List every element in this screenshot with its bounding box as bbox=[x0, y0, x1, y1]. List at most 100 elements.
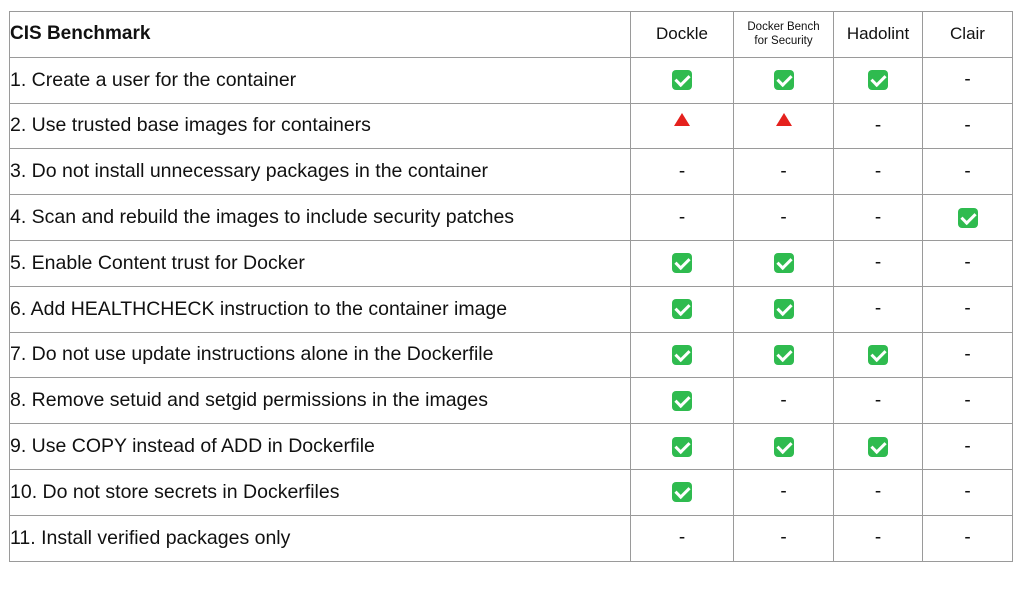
cell-docker-bench: - bbox=[733, 194, 834, 241]
table-title: CIS Benchmark bbox=[9, 11, 631, 58]
dash-text: - bbox=[874, 160, 882, 182]
cell-hadolint: - bbox=[833, 377, 923, 425]
cell-dockle bbox=[630, 423, 734, 470]
benchmark-label: 3. Do not install unnecessary packages i… bbox=[9, 148, 631, 196]
cell-docker-bench: - bbox=[733, 377, 834, 425]
cell-dockle: - bbox=[630, 194, 734, 241]
warning-triangle-icon bbox=[674, 113, 690, 127]
col-header-docker-bench-line2: for Security bbox=[754, 35, 813, 48]
dash-text: - bbox=[874, 481, 882, 503]
dash-text: - bbox=[964, 527, 971, 549]
check-icon bbox=[672, 436, 692, 457]
cell-hadolint: - bbox=[833, 239, 923, 287]
dash-text: - bbox=[874, 389, 882, 411]
benchmark-label: 7. Do not use update instructions alone … bbox=[9, 331, 631, 379]
cell-dockle bbox=[630, 239, 734, 287]
cell-docker-bench bbox=[733, 102, 834, 150]
cell-dockle bbox=[630, 102, 734, 150]
col-header-docker-bench: Docker Bench for Security bbox=[733, 11, 834, 58]
cell-dockle bbox=[630, 285, 734, 333]
col-header-dockle-label: Dockle bbox=[656, 24, 708, 44]
benchmark-label: 10. Do not store secrets in Dockerfiles bbox=[9, 468, 631, 516]
check-icon bbox=[672, 299, 692, 320]
cell-clair: - bbox=[922, 331, 1013, 379]
cell-hadolint: - bbox=[833, 102, 923, 150]
check-icon bbox=[773, 70, 794, 91]
dash-text: - bbox=[964, 435, 971, 457]
benchmark-label: 11. Install verified packages only bbox=[9, 514, 631, 562]
table-row: 7. Do not use update instructions alone … bbox=[9, 331, 1013, 379]
dash-text: - bbox=[678, 206, 686, 228]
benchmark-label: 4. Scan and rebuild the images to includ… bbox=[9, 194, 631, 241]
cell-clair: - bbox=[922, 423, 1013, 470]
cell-docker-bench bbox=[733, 423, 834, 470]
dash-text: - bbox=[780, 206, 787, 228]
cell-clair bbox=[922, 194, 1013, 241]
cell-hadolint: - bbox=[833, 194, 923, 241]
cell-clair: - bbox=[922, 514, 1013, 562]
table-row: 8. Remove setuid and setgid permissions … bbox=[9, 377, 1013, 425]
check-icon bbox=[773, 253, 794, 274]
cell-hadolint: - bbox=[833, 514, 923, 562]
check-icon bbox=[672, 253, 692, 274]
table-row: 3. Do not install unnecessary packages i… bbox=[9, 148, 1013, 196]
dash-text: - bbox=[964, 160, 971, 182]
table-row: 5. Enable Content trust for Docker - - bbox=[9, 239, 1013, 287]
table-row: 10. Do not store secrets in Dockerfiles -… bbox=[9, 468, 1013, 516]
dash-text: - bbox=[874, 252, 882, 274]
cell-clair: - bbox=[922, 102, 1013, 150]
benchmark-label: 9. Use COPY instead of ADD in Dockerfile bbox=[9, 423, 631, 470]
cell-clair: - bbox=[922, 285, 1013, 333]
check-icon bbox=[773, 299, 794, 320]
check-icon bbox=[868, 70, 888, 91]
cell-dockle bbox=[630, 56, 734, 104]
check-icon bbox=[957, 207, 978, 228]
dash-text: - bbox=[964, 69, 971, 91]
dash-text: - bbox=[678, 160, 686, 182]
col-header-hadolint-label: Hadolint bbox=[846, 24, 910, 44]
check-icon bbox=[773, 436, 794, 457]
cell-docker-bench: - bbox=[733, 148, 834, 196]
benchmark-label: 1. Create a user for the container bbox=[9, 56, 631, 104]
cell-dockle bbox=[630, 377, 734, 425]
cell-docker-bench bbox=[733, 239, 834, 287]
cell-hadolint bbox=[833, 56, 923, 104]
cell-clair: - bbox=[922, 56, 1013, 104]
col-header-clair-label: Clair bbox=[950, 24, 985, 44]
cell-dockle: - bbox=[630, 514, 734, 562]
cell-dockle: - bbox=[630, 148, 734, 196]
benchmark-label: 5. Enable Content trust for Docker bbox=[9, 239, 631, 287]
benchmark-label: 8. Remove setuid and setgid permissions … bbox=[9, 377, 631, 425]
warning-triangle-icon bbox=[775, 113, 792, 127]
dash-text: - bbox=[964, 252, 971, 274]
col-header-docker-bench-line1: Docker Bench bbox=[747, 21, 820, 34]
check-icon bbox=[672, 70, 692, 91]
cell-docker-bench: - bbox=[733, 514, 834, 562]
cell-hadolint: - bbox=[833, 285, 923, 333]
dash-text: - bbox=[678, 527, 686, 549]
cell-clair: - bbox=[922, 239, 1013, 287]
table-row: 6. Add HEALTHCHECK instruction to the co… bbox=[9, 285, 1013, 333]
col-header-clair: Clair bbox=[922, 11, 1013, 58]
check-icon bbox=[672, 390, 692, 411]
cell-dockle bbox=[630, 468, 734, 516]
check-icon bbox=[868, 344, 888, 365]
check-icon bbox=[672, 344, 692, 365]
header-row: CIS Benchmark Dockle Docker Bench for Se… bbox=[9, 11, 1013, 58]
dash-text: - bbox=[964, 298, 971, 320]
table-row: 2. Use trusted base images for container… bbox=[9, 102, 1013, 150]
cell-docker-bench bbox=[733, 331, 834, 379]
dash-text: - bbox=[874, 206, 882, 228]
cell-dockle bbox=[630, 331, 734, 379]
table-body: 1. Create a user for the container-2. Us… bbox=[9, 56, 1013, 562]
cell-hadolint bbox=[833, 423, 923, 470]
dash-text: - bbox=[964, 481, 971, 503]
dash-text: - bbox=[964, 389, 971, 411]
dash-text: - bbox=[964, 114, 971, 136]
cell-hadolint: - bbox=[833, 468, 923, 516]
cell-clair: - bbox=[922, 377, 1013, 425]
benchmark-label: 6. Add HEALTHCHECK instruction to the co… bbox=[9, 285, 631, 333]
cell-docker-bench bbox=[733, 285, 834, 333]
check-icon bbox=[773, 344, 794, 365]
check-icon bbox=[868, 436, 888, 457]
